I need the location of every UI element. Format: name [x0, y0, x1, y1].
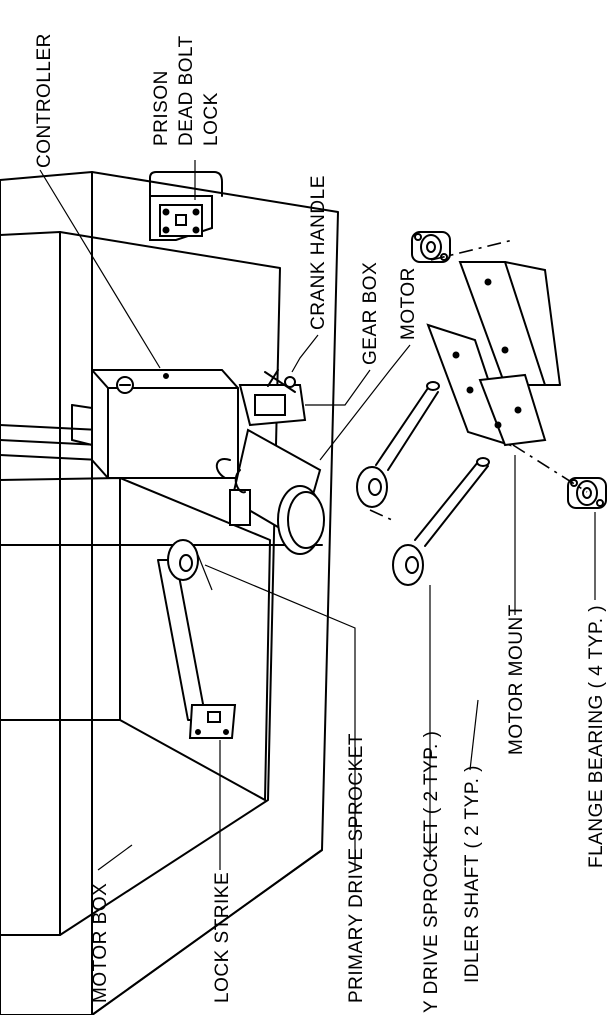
controller-box: [71, 369, 239, 479]
label-primary-drive-sprocket: PRIMARY DRIVE SPROCKET: [346, 733, 367, 1003]
flange-bearing-lower: [567, 477, 607, 509]
diagram-labels: CONTROLLER PRISON DEAD BOLT LOCK CRANK H…: [34, 33, 607, 1013]
label-lock-strike: LOCK STRIKE: [212, 872, 233, 1003]
lock-strike: [188, 704, 237, 739]
motor-mount: [426, 261, 561, 447]
label-motor-mount: MOTOR MOUNT: [506, 604, 527, 755]
idler-shaft-lower: [414, 457, 490, 547]
label-prison-line2: DEAD BOLT: [176, 35, 197, 146]
label-prison-line3: LOCK: [201, 92, 222, 146]
label-secondary-drive-sprocket: Y DRIVE SPROCKET ( 2 TYP. ): [421, 731, 442, 1013]
label-motor-box: MOTOR BOX: [90, 883, 111, 1003]
secondary-drive-sprocket-upper: [356, 466, 388, 508]
idler-shaft-upper: [375, 381, 440, 471]
primary-drive-sprocket: [167, 539, 213, 591]
motor: [215, 428, 325, 555]
label-flange-bearing: FLANGE BEARING ( 4 TYP. ): [586, 605, 607, 868]
label-motor: MOTOR: [398, 267, 419, 340]
label-prison-line1: PRISON: [151, 70, 172, 146]
motor-box: [0, 171, 339, 1015]
label-crank-handle: CRANK HANDLE: [308, 175, 329, 330]
gear-box: [238, 369, 307, 427]
flange-bearing-upper: [411, 231, 451, 263]
label-gear-box: GEAR BOX: [360, 262, 381, 365]
leader-lines: [39, 160, 596, 871]
prison-dead-bolt-lock: [149, 171, 223, 241]
secondary-drive-sprocket-lower: [392, 544, 424, 586]
label-controller: CONTROLLER: [34, 33, 55, 168]
label-idler-shaft: IDLER SHAFT ( 2 TYP. ): [462, 765, 483, 983]
